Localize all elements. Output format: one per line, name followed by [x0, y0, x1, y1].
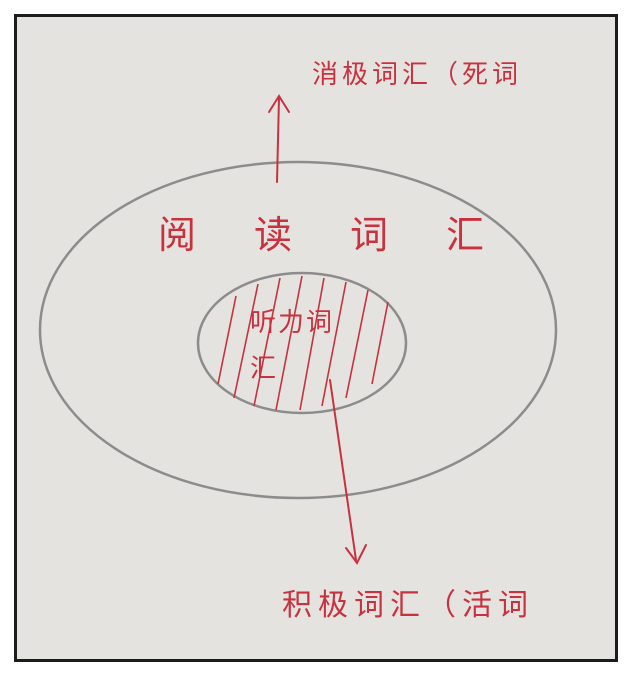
passive-vocabulary-label: 消极词汇（死词 — [312, 60, 523, 90]
paper-background — [14, 14, 618, 662]
active-vocabulary-label: 积极词汇（活词 — [282, 588, 534, 623]
arrow-up-icon — [268, 94, 290, 183]
reading-vocabulary-label: 阅读词汇 — [158, 213, 543, 257]
listening-hatching — [217, 275, 389, 411]
reading-vocabulary-ellipse — [38, 160, 558, 500]
listening-vocabulary-ellipse — [196, 271, 408, 415]
listening-vocabulary-label: 听力词汇 — [250, 308, 335, 384]
arrow-down-icon — [329, 379, 367, 565]
